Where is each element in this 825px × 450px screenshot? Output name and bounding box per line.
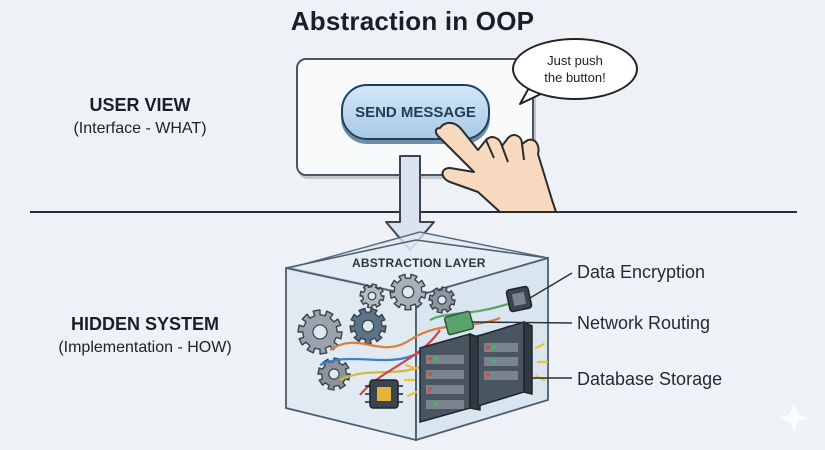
user-view-heading: USER VIEW [89, 95, 191, 115]
cpu-chip-icon [443, 310, 475, 336]
label-database-storage: Database Storage [577, 369, 723, 389]
hidden-system-subheading: (Implementation - HOW) [58, 339, 232, 356]
hand-pointer-icon [434, 122, 557, 213]
cpu-chip-icon [505, 285, 533, 313]
user-view-label: USER VIEW (Interface - WHAT) [40, 95, 240, 138]
gear-icon [389, 273, 427, 311]
leader-lines [471, 272, 573, 379]
diagram-title: Abstraction in OOP [290, 6, 535, 36]
label-network-routing: Network Routing [577, 313, 711, 333]
server-rack-icon [477, 320, 533, 408]
user-view-subheading: (Interface - WHAT) [73, 120, 207, 137]
send-message-button[interactable]: SEND MESSAGE [341, 84, 490, 140]
gear-icon [359, 283, 385, 309]
gear-icon [428, 286, 456, 314]
cpu-chip-icon [365, 379, 403, 409]
label-data-encryption: Data Encryption [577, 262, 706, 282]
hidden-system-heading: HIDDEN SYSTEM [70, 314, 220, 334]
speech-line-1: Just push [547, 53, 603, 68]
gear-icon [297, 309, 343, 355]
gear-icon [349, 307, 387, 345]
gear-icon [317, 357, 351, 391]
server-rack-icon [419, 332, 481, 423]
speech-bubble: Just push the button! [512, 38, 638, 100]
abstraction-layer-label: ABSTRACTION LAYER [352, 256, 486, 270]
speech-line-2: the button! [544, 70, 606, 85]
sparkle-icon [780, 404, 808, 432]
hidden-system-label: HIDDEN SYSTEM (Implementation - HOW) [25, 314, 265, 357]
